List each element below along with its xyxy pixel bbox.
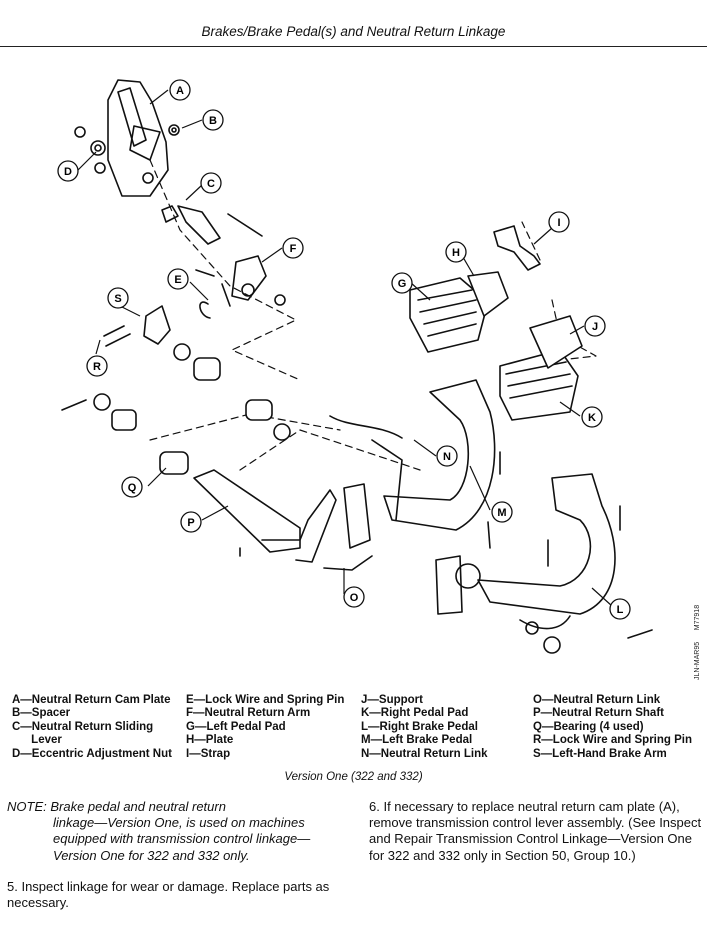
callout-h: H — [445, 241, 467, 263]
callout-k: K — [581, 406, 603, 428]
page-title: Brakes/Brake Pedal(s) and Neutral Return… — [201, 24, 506, 39]
figure-code-number: M77918 — [694, 604, 701, 631]
neutral-return-cam-plate-drawing — [107, 79, 169, 197]
figure-caption: Version One (322 and 332) — [284, 771, 423, 783]
svg-text:J: J — [592, 321, 598, 333]
legend-item: J—Support — [361, 694, 423, 706]
callout-labels: A B C D E F G H I J K L M N O P Q R S — [57, 79, 631, 620]
exploded-parts-diagram: A B C D E F G H I J K L M N O P Q R S — [57, 79, 653, 654]
callout-r: R — [86, 355, 108, 377]
figure-code-date: JLN-MAR95 — [694, 641, 701, 680]
legend-column-2: E—Lock Wire and Spring Pin F—Neutral Ret… — [186, 694, 344, 761]
note-first-line: NOTE: Brake pedal and neutral return — [7, 799, 226, 814]
svg-text:F: F — [290, 243, 297, 255]
callout-d: D — [57, 160, 79, 182]
legend-item: Lever — [12, 734, 62, 747]
svg-text:C: C — [207, 178, 215, 190]
callout-i: I — [548, 211, 570, 233]
legend-item: A—Neutral Return Cam Plate — [12, 694, 171, 706]
svg-text:L: L — [617, 604, 624, 616]
svg-text:E: E — [174, 274, 181, 286]
legend-item: C—Neutral Return Sliding — [12, 720, 154, 733]
callout-l: L — [609, 598, 631, 620]
legend-item: I—Strap — [186, 747, 231, 760]
legend-item: G—Left Pedal Pad — [186, 720, 286, 733]
legend-column-4: O—Neutral Return Link P—Neutral Return S… — [533, 694, 692, 761]
svg-text:D: D — [64, 166, 72, 178]
legend-item: L—Right Brake Pedal — [361, 720, 478, 733]
callout-g: G — [391, 272, 413, 294]
legend-item: H—Plate — [186, 734, 234, 747]
svg-text:R: R — [93, 361, 101, 373]
svg-text:K: K — [588, 412, 596, 424]
legend-item: D—Eccentric Adjustment Nut — [12, 747, 172, 760]
svg-text:P: P — [187, 517, 194, 529]
step-5-text: 5. Inspect linkage for wear or damage. R… — [7, 879, 330, 911]
svg-text:A: A — [176, 85, 184, 97]
legend-column-1: A—Neutral Return Cam Plate B—Spacer C—Ne… — [12, 694, 172, 761]
legend-item: M—Left Brake Pedal — [361, 734, 473, 747]
svg-text:N: N — [443, 451, 451, 463]
legend-item: O—Neutral Return Link — [533, 694, 661, 706]
legend-item: F—Neutral Return Arm — [186, 707, 311, 720]
callout-a: A — [169, 79, 191, 101]
callout-f: F — [282, 237, 304, 259]
callout-j: J — [584, 315, 606, 337]
figure-id-codes: JLN-MAR95 M77918 — [694, 560, 707, 680]
callout-o: O — [343, 586, 365, 608]
svg-text:O: O — [350, 592, 359, 604]
svg-text:I: I — [557, 217, 560, 229]
callout-s: S — [107, 287, 129, 309]
svg-text:G: G — [398, 278, 407, 290]
legend-item: N—Neutral Return Link — [361, 747, 488, 760]
svg-text:B: B — [209, 115, 217, 127]
callout-m: M — [491, 501, 513, 523]
legend-item: B—Spacer — [12, 707, 71, 720]
callout-p: P — [180, 511, 202, 533]
legend-item: R—Lock Wire and Spring Pin — [533, 734, 692, 747]
legend-column-3: J—Support K—Right Pedal Pad L—Right Brak… — [361, 694, 488, 761]
callout-q: Q — [121, 476, 143, 498]
legend-item: E—Lock Wire and Spring Pin — [186, 694, 345, 706]
legend-item: K—Right Pedal Pad — [361, 707, 469, 720]
page-header: Brakes/Brake Pedal(s) and Neutral Return… — [0, 0, 707, 47]
legend-item: Q—Bearing (4 used) — [533, 720, 644, 733]
callout-n: N — [436, 445, 458, 467]
legend-item: S—Left-Hand Brake Arm — [533, 747, 667, 760]
legend-item: P—Neutral Return Shaft — [533, 707, 664, 720]
note-block: NOTE: Brake pedal and neutral return lin… — [7, 799, 347, 864]
svg-text:M: M — [497, 507, 506, 519]
svg-text:Q: Q — [128, 482, 137, 494]
callout-b: B — [202, 109, 224, 131]
callout-c: C — [200, 172, 222, 194]
note-body: linkage—Version One, is used on machines… — [53, 815, 311, 863]
step-6-text: 6. If necessary to replace neutral retur… — [369, 799, 702, 863]
callout-e: E — [167, 268, 189, 290]
svg-text:H: H — [452, 247, 460, 259]
svg-text:S: S — [114, 293, 121, 305]
